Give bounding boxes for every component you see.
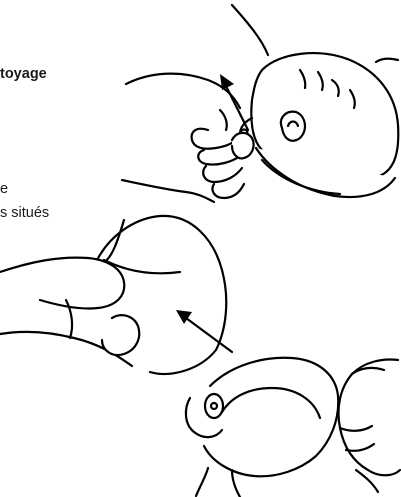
- arrow-up-left-icon: [220, 74, 248, 130]
- infant-head-top: [232, 5, 398, 197]
- hand-top: [122, 74, 254, 202]
- infant-head-bottom: [96, 216, 338, 497]
